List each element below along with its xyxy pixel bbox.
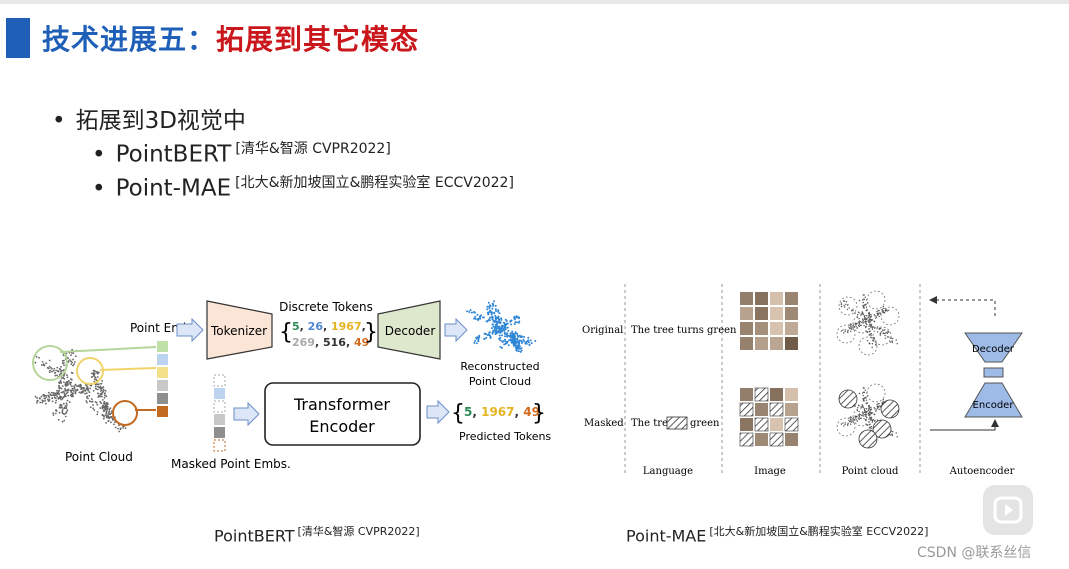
mae-encoder-block <box>964 382 1023 418</box>
col-image-label: Image <box>754 466 786 477</box>
masked-embs-column <box>213 374 226 452</box>
watermark: CSDN @联系丝信 <box>917 545 1032 561</box>
svg-text:}: } <box>364 320 378 345</box>
col-pointcloud-label: Point cloud <box>842 466 899 477</box>
autoencoder-input-arrow <box>930 419 999 431</box>
mae-latent-block <box>983 367 1004 378</box>
mae-decoder-block <box>964 332 1023 363</box>
mae-encoder-label: Encoder <box>973 400 1015 411</box>
pred-token-5: 5 <box>464 405 472 419</box>
pred-token-49: 49 <box>523 405 540 419</box>
col-autoencoder-label: Autoencoder <box>949 466 1015 477</box>
masked-sentence-left: The tree <box>631 418 674 429</box>
bullet-pointbert: •PointBERT[清华&智源 CVPR2022] <box>92 141 391 168</box>
autoencoder-output-arrow <box>929 296 996 316</box>
tokenizer-label: Tokenizer <box>210 324 267 338</box>
predicted-tokens-label: Predicted Tokens <box>459 430 551 443</box>
bullet-pointmae: •Point-MAE[北大&新加坡国立&鹏程实验室 ECCV2022] <box>92 175 514 202</box>
caption-pointmae: Point-MAE[北大&新加坡国立&鹏程实验室 ECCV2022] <box>626 525 929 546</box>
pointmae-diagram: Original Masked The tree turns green The… <box>582 284 1023 477</box>
row-original-label: Original <box>582 325 623 336</box>
arrow-to-predicted <box>426 399 450 425</box>
mae-decoder-label: Decoder <box>972 344 1015 355</box>
svg-text:}: } <box>532 401 546 426</box>
tokenizer-block <box>206 300 273 360</box>
video-play-button[interactable] <box>983 485 1033 535</box>
play-icon <box>993 496 1023 524</box>
arrow-to-transformer <box>233 401 260 427</box>
row-masked-label: Masked <box>584 418 624 429</box>
top-bar <box>0 0 1069 4</box>
svg-text:5, 26, 1967,: 5, 26, 1967, <box>292 320 366 333</box>
transformer-label-2: Encoder <box>309 417 375 436</box>
token-269: 269 <box>292 336 315 349</box>
caption-pointbert: PointBERT[清华&智源 CVPR2022] <box>214 525 420 546</box>
transformer-encoder-block <box>264 382 421 446</box>
bullet-3d-vision: •拓展到3D视觉中 <box>52 108 246 134</box>
connector-yellow <box>99 367 157 371</box>
token-516: 516 <box>323 336 346 349</box>
svg-text:5, 1967, 49: 5, 1967, 49 <box>464 405 540 419</box>
pred-token-1967: 1967 <box>481 405 514 419</box>
svg-text:269, 516, 49: 269, 516, 49 <box>292 336 369 349</box>
local-patch-orange <box>112 400 138 426</box>
reconstructed-label-1: Reconstructed <box>460 360 539 373</box>
transformer-label-1: Transformer <box>293 395 390 414</box>
title-part2: 拓展到其它模态 <box>216 23 420 56</box>
arrow-to-tokenizer <box>176 317 204 343</box>
original-sentence: The tree turns green <box>631 325 737 336</box>
image-original-grid <box>740 292 798 350</box>
local-patch-green <box>32 345 68 381</box>
title-accent-block <box>6 18 30 58</box>
masked-sentence-right: green <box>690 418 720 429</box>
token-5: 5 <box>292 320 300 333</box>
local-patch-yellow <box>76 357 104 385</box>
connector-green <box>59 346 157 353</box>
slide-title: 技术进展五：拓展到其它模态 <box>6 17 419 59</box>
discrete-tokens-label: Discrete Tokens <box>279 300 373 314</box>
pointmae-ref: [北大&新加坡国立&鹏程实验室 ECCV2022] <box>235 175 514 191</box>
pointbert-ref: [清华&智源 CVPR2022] <box>235 141 391 157</box>
svg-text:{: { <box>451 401 465 426</box>
masked-word <box>666 416 688 430</box>
token-26: 26 <box>308 320 324 333</box>
point-cloud-label: Point Cloud <box>65 450 133 464</box>
arrow-to-reconstructed <box>444 317 468 343</box>
reconstructed-label-2: Point Cloud <box>469 375 531 388</box>
col-language-label: Language <box>643 466 693 477</box>
pointcloud-original <box>836 290 900 356</box>
svg-text:{: { <box>279 320 293 345</box>
point-embs-column <box>157 341 168 417</box>
masked-embs-label: Masked Point Embs. <box>171 457 291 471</box>
pointcloud-masked <box>836 383 900 449</box>
reconstructed-airplane <box>466 300 537 353</box>
decoder-label: Decoder <box>385 324 436 338</box>
token-1967: 1967 <box>331 320 362 333</box>
title-part1: 技术进展五： <box>42 23 217 56</box>
pointbert-diagram: Point Cloud Point Embs. Tokenizer Discre… <box>32 300 551 471</box>
decoder-block <box>377 300 441 360</box>
image-masked-grid <box>739 387 799 447</box>
token-49: 49 <box>354 336 369 349</box>
